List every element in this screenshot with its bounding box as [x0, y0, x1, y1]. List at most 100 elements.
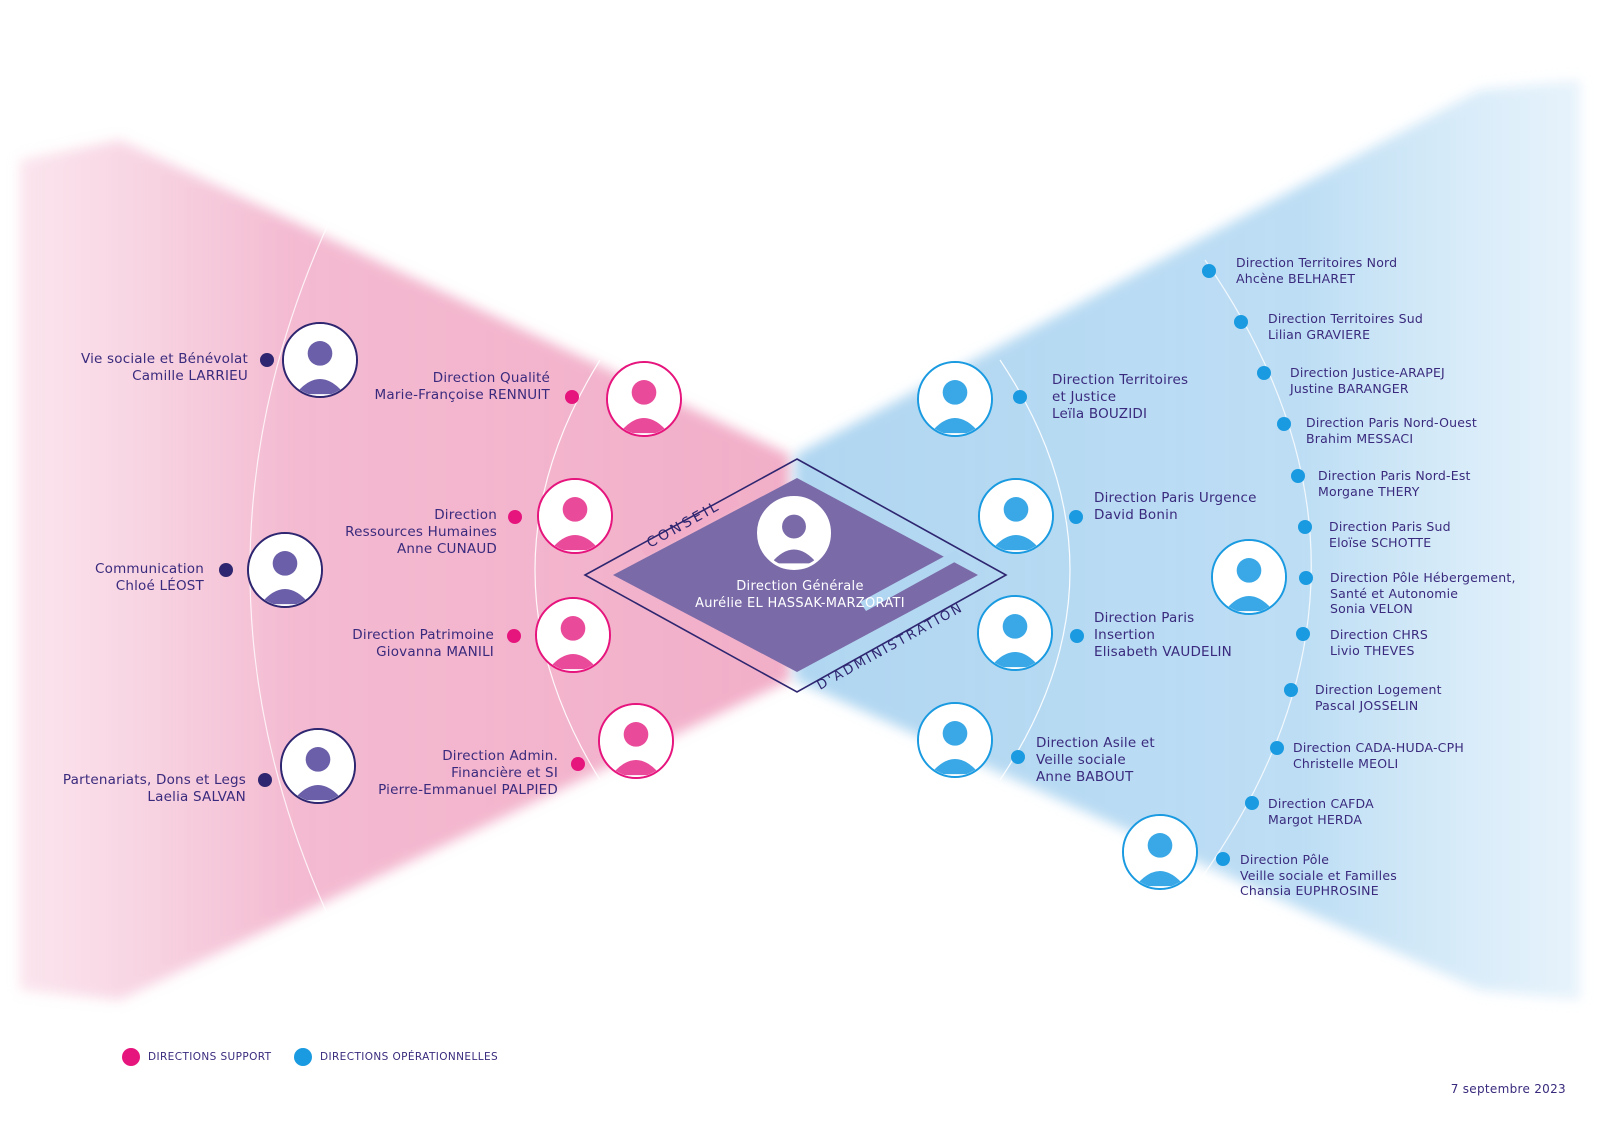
- person-photo: [1211, 539, 1287, 615]
- person-avatar-icon: [282, 730, 354, 802]
- direction-title: Direction Asile et: [1036, 735, 1155, 751]
- person-photo: [917, 361, 993, 437]
- person-name: Pascal JOSSELIN: [1315, 697, 1419, 713]
- node-dot: [507, 629, 521, 643]
- person-avatar-icon: [284, 324, 356, 396]
- person-name: Christelle MEOLI: [1293, 755, 1399, 771]
- person-avatar-icon: [539, 480, 611, 552]
- node-dot: [1299, 571, 1313, 585]
- direction-title: Direction Territoires Sud: [1268, 311, 1424, 326]
- node-dot: [1013, 390, 1027, 404]
- person-name: Marie-Françoise RENNUIT: [374, 387, 550, 403]
- direction-title: Veille sociale et Familles: [1240, 867, 1397, 883]
- node-dot: [1011, 750, 1025, 764]
- direction-title: Direction Paris Urgence: [1094, 490, 1257, 506]
- date-label: 7 septembre 2023: [1450, 1082, 1566, 1096]
- node-dot: [508, 510, 522, 524]
- person-photo: [978, 478, 1054, 554]
- node-dot: [1296, 627, 1310, 641]
- support-field: [20, 140, 790, 1000]
- person-photo: [917, 702, 993, 778]
- node-dot: [571, 757, 585, 771]
- operational-legend-dot: [294, 1048, 312, 1066]
- operational-field: [795, 80, 1580, 1000]
- node-dot: [260, 353, 274, 367]
- person-name: Camille LARRIEU: [132, 368, 248, 384]
- person-name: Chloé LÉOST: [115, 578, 204, 594]
- person-avatar-icon: [249, 534, 321, 606]
- person-avatar-icon: [1124, 816, 1196, 888]
- direction-title: Ressources Humaines: [345, 524, 497, 540]
- direction-title: Direction: [434, 507, 497, 523]
- direction-title: Communication: [94, 561, 204, 577]
- direction-title: Direction CADA-HUDA-CPH: [1293, 740, 1464, 755]
- node-dot: [1284, 683, 1298, 697]
- direction-title: Direction CAFDA: [1268, 796, 1374, 811]
- person-name: Chansia EUPHROSINE: [1240, 883, 1379, 898]
- person-avatar-icon: [608, 363, 680, 435]
- node-dot: [1245, 796, 1259, 810]
- node-dot: [1070, 629, 1084, 643]
- legend-support: DIRECTIONS SUPPORT: [122, 1048, 272, 1066]
- node-dot: [1202, 264, 1216, 278]
- person-name: Margot HERDA: [1268, 811, 1363, 827]
- support-inner-arc: [534, 359, 601, 781]
- node-dot: [1234, 315, 1248, 329]
- direction-title: Direction Territoires: [1052, 372, 1189, 388]
- direction-title: Direction Patrimoine: [352, 627, 494, 643]
- operational-outer-arc: [1199, 259, 1312, 881]
- operational-inner-arc: [999, 359, 1071, 781]
- direction-title: Direction Paris: [1094, 610, 1195, 626]
- person-photo: [537, 478, 613, 554]
- direction-title: et Justice: [1052, 389, 1117, 405]
- operational-legend-label: DIRECTIONS OPÉRATIONNELLES: [320, 1051, 499, 1063]
- node-dot: [1069, 510, 1083, 524]
- board-frame: [583, 458, 1008, 693]
- person-photo: [282, 322, 358, 398]
- person-name: Morgane THERY: [1318, 483, 1420, 499]
- person-name: Ahcène BELHARET: [1236, 270, 1356, 286]
- direction-title: Partenariats, Dons et Legs: [62, 772, 246, 788]
- person-photo: [1122, 814, 1198, 890]
- center-name: Aurélie EL HASSAK-MARZORATI: [695, 596, 905, 611]
- person-name: David Bonin: [1094, 507, 1178, 523]
- person-avatar-icon: [1213, 541, 1285, 613]
- center-label: Direction Générale Aurélie EL HASSAK-MAR…: [640, 578, 960, 612]
- direction-title: Insertion: [1094, 627, 1156, 643]
- person-photo: [280, 728, 356, 804]
- direction-title: Financière et SI: [451, 765, 558, 781]
- direction-title: Direction Paris Nord-Est: [1318, 468, 1471, 483]
- node-dot: [1270, 741, 1284, 755]
- person-avatar-icon: [537, 599, 609, 671]
- direction-title: Direction Pôle: [1240, 852, 1330, 867]
- direction-title: Direction CHRS: [1330, 627, 1428, 642]
- direction-title: Direction Justice-ARAPEJ: [1290, 365, 1445, 380]
- direction-title: Veille sociale: [1036, 752, 1126, 768]
- person-photo: [606, 361, 682, 437]
- node-dot: [1277, 417, 1291, 431]
- center-diamond: [613, 478, 978, 672]
- person-name: Anne BABOUT: [1036, 769, 1134, 785]
- person-avatar-icon: [980, 480, 1052, 552]
- person-name: Leïla BOUZIDI: [1052, 406, 1148, 422]
- person-name: Livio THEVES: [1330, 642, 1415, 658]
- center-avatar: [757, 496, 831, 570]
